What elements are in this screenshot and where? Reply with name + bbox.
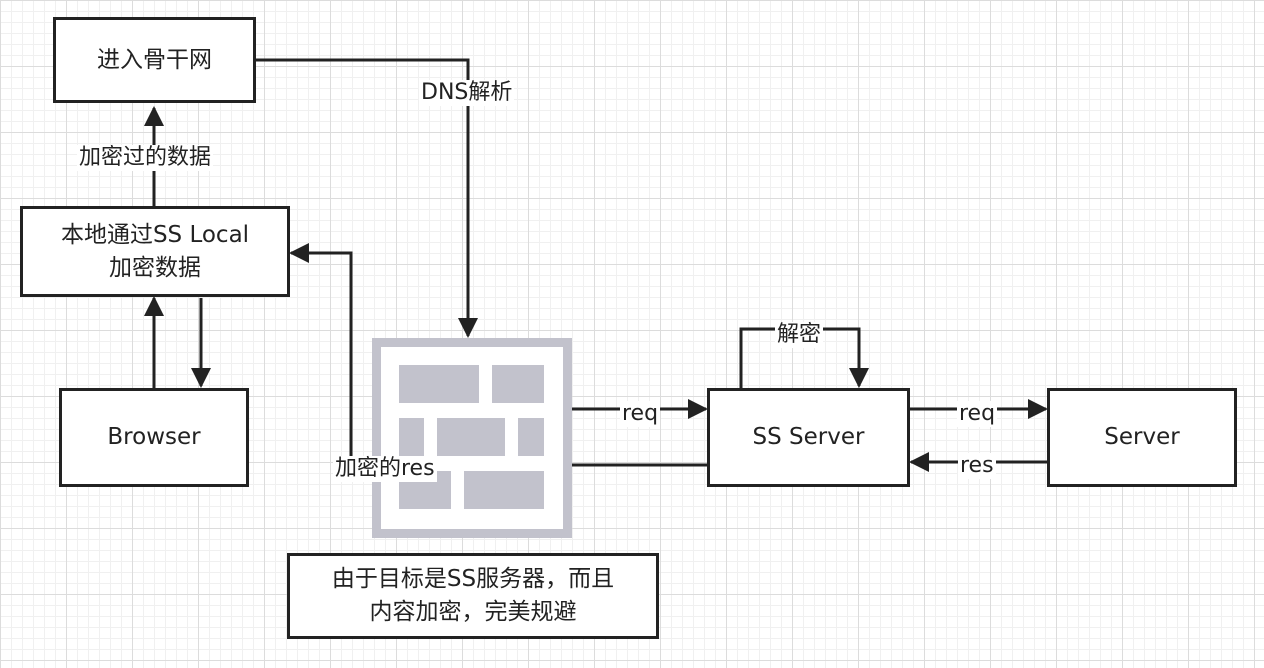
firewall-brick: [437, 418, 505, 456]
browser-node: Browser: [59, 388, 249, 487]
ss-local-node: 本地通过SS Local 加密数据: [20, 206, 290, 297]
label-dns: DNS解析: [419, 80, 515, 106]
label-decrypt: 解密: [775, 322, 824, 348]
firewall-brick: [399, 365, 479, 403]
firewall-icon: [372, 338, 572, 538]
ss-server-node: SS Server: [707, 388, 910, 487]
edge-backbone-dns-firewall: [256, 58, 478, 338]
firewall-brick: [492, 365, 544, 403]
label-req-to-server: req: [957, 401, 998, 427]
server-node: Server: [1047, 388, 1237, 487]
label-encrypted-res: 加密的res: [333, 456, 437, 482]
firewall-brick: [518, 418, 544, 456]
label-res-from-server: res: [958, 453, 996, 479]
label-req-to-ss-server: req: [620, 401, 661, 427]
label-encrypted-data: 加密过的数据: [77, 145, 214, 171]
note-box: 由于目标是SS服务器，而且 内容加密，完美规避: [287, 553, 659, 639]
firewall-brick: [464, 471, 544, 509]
firewall-brick: [399, 418, 424, 456]
backbone-node: 进入骨干网: [53, 17, 256, 103]
